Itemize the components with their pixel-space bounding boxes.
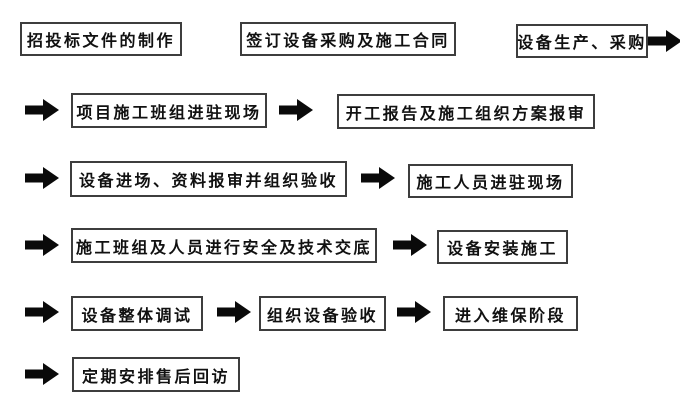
step-bidding-documents: 招投标文件的制作 <box>20 22 182 56</box>
step-sign-procurement-construction-contract: 签订设备采购及施工合同 <box>240 22 456 56</box>
right-arrow-icon <box>25 363 59 385</box>
step-equipment-arrival-inspection: 设备进场、资料报审并组织验收 <box>70 161 347 197</box>
step-crew-on-site: 项目施工班组进驻现场 <box>71 93 267 128</box>
step-safety-technical-briefing: 施工班组及人员进行安全及技术交底 <box>71 228 377 263</box>
step-equipment-production-procurement: 设备生产、采购 <box>516 24 648 58</box>
right-arrow-icon <box>279 99 313 121</box>
step-system-debugging: 设备整体调试 <box>71 296 203 331</box>
step-equipment-acceptance: 组织设备验收 <box>259 296 386 331</box>
right-arrow-icon <box>25 234 59 256</box>
right-arrow-icon <box>648 30 680 52</box>
right-arrow-icon <box>217 301 251 323</box>
step-after-sales-visits: 定期安排售后回访 <box>72 357 240 392</box>
right-arrow-icon <box>361 167 395 189</box>
right-arrow-icon <box>25 167 59 189</box>
step-workers-on-site: 施工人员进驻现场 <box>408 164 573 198</box>
right-arrow-icon <box>25 301 59 323</box>
right-arrow-icon <box>397 301 431 323</box>
right-arrow-icon <box>393 234 427 256</box>
right-arrow-icon <box>25 99 59 121</box>
step-equipment-installation: 设备安装施工 <box>437 230 568 264</box>
step-maintenance-phase: 进入维保阶段 <box>443 296 578 331</box>
step-commencement-report-plan-approval: 开工报告及施工组织方案报审 <box>337 94 595 129</box>
